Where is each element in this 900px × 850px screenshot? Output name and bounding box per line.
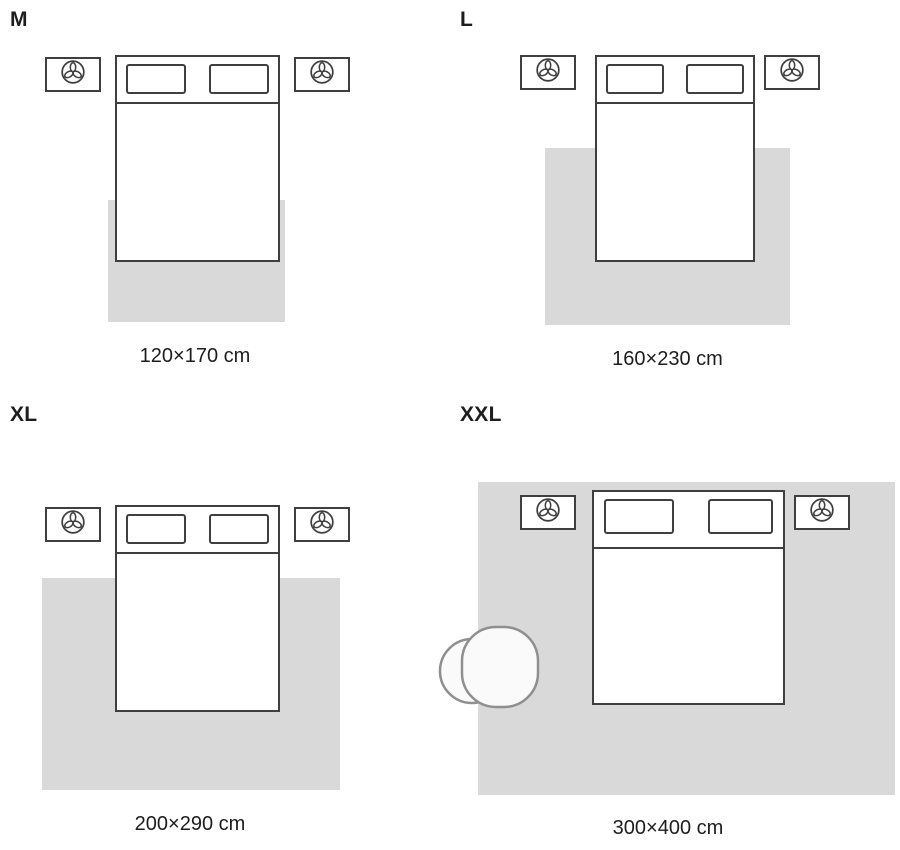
pouf bbox=[436, 617, 540, 717]
bedroom-scene bbox=[450, 0, 900, 395]
pillow bbox=[126, 514, 186, 544]
bed-fold-line bbox=[594, 547, 783, 549]
size-caption: 200×290 cm bbox=[134, 813, 246, 835]
pillow bbox=[126, 64, 186, 94]
panel-label: XXL bbox=[460, 403, 502, 426]
size-caption: 300×400 cm bbox=[612, 817, 724, 839]
nightstand bbox=[294, 507, 350, 542]
plant-icon bbox=[779, 57, 805, 88]
plant-icon bbox=[535, 497, 561, 528]
pillow bbox=[686, 64, 744, 94]
size-caption: 120×170 cm bbox=[139, 345, 251, 367]
bedroom-scene bbox=[438, 395, 900, 850]
pillow bbox=[606, 64, 664, 94]
pillow bbox=[209, 64, 269, 94]
bed bbox=[592, 490, 785, 705]
bed-fold-line bbox=[117, 552, 278, 554]
bed bbox=[595, 55, 755, 262]
panel-label: M bbox=[10, 8, 28, 31]
bedroom-scene bbox=[0, 0, 450, 395]
bed bbox=[115, 55, 280, 262]
bedroom-scene bbox=[0, 395, 450, 850]
size-panel-xl: XL bbox=[0, 395, 450, 850]
nightstand bbox=[520, 55, 576, 90]
nightstand bbox=[294, 57, 350, 92]
nightstand bbox=[45, 57, 101, 92]
plant-icon bbox=[60, 509, 86, 540]
size-panel-m: M bbox=[0, 0, 450, 395]
size-caption: 160×230 cm bbox=[612, 348, 723, 370]
panel-label: L bbox=[460, 8, 474, 31]
plant-icon bbox=[535, 57, 561, 88]
plant-icon bbox=[60, 59, 86, 90]
size-panel-l: L bbox=[450, 0, 900, 395]
nightstand bbox=[520, 495, 576, 530]
plant-icon bbox=[309, 59, 335, 90]
size-guide-row-top: M bbox=[0, 0, 900, 395]
pillow bbox=[708, 499, 773, 534]
nightstand bbox=[794, 495, 850, 530]
nightstand bbox=[764, 55, 820, 90]
bed bbox=[115, 505, 280, 712]
size-panel-xxl: XXL bbox=[438, 395, 900, 850]
pillow bbox=[209, 514, 269, 544]
panel-label: XL bbox=[10, 403, 38, 426]
size-guide-row-bottom: XL bbox=[0, 395, 900, 850]
plant-icon bbox=[809, 497, 835, 528]
bed-fold-line bbox=[117, 102, 278, 104]
bed-fold-line bbox=[597, 102, 753, 104]
plant-icon bbox=[309, 509, 335, 540]
nightstand bbox=[45, 507, 101, 542]
pillow bbox=[604, 499, 674, 534]
